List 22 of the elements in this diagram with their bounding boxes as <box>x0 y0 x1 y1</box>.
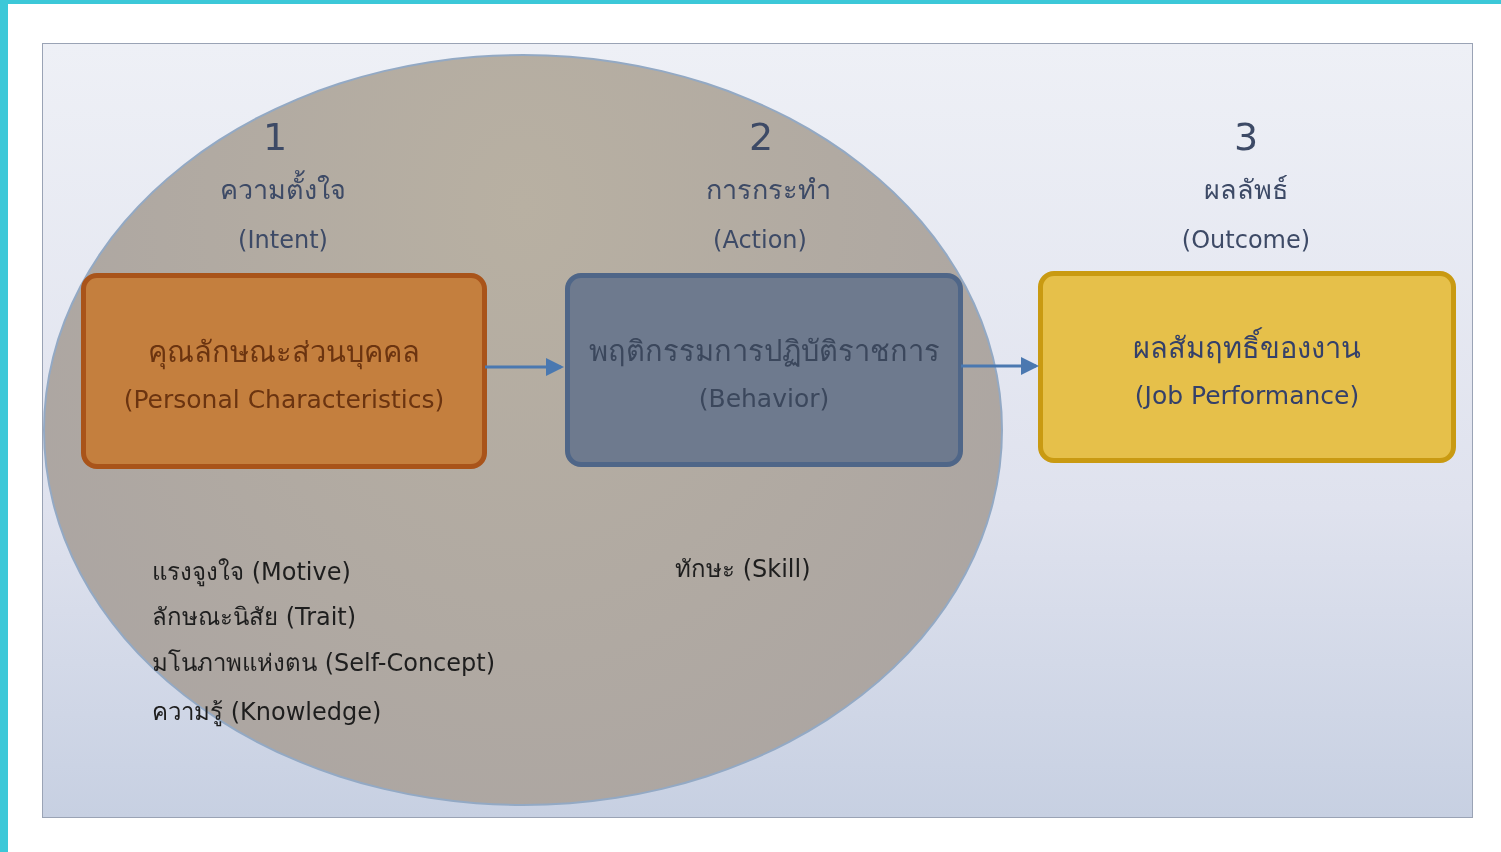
process-box <box>81 273 487 469</box>
list-item: แรงจูงใจ (Motive) <box>152 557 351 587</box>
step-heading: การกระทำ <box>705 173 831 207</box>
step-number: 3 <box>1233 115 1259 161</box>
list-item: ความรู้ (Knowledge) <box>152 697 382 727</box>
arrow <box>485 358 564 376</box>
step-heading: (Action) <box>713 225 807 255</box>
step-heading: ผลลัพธ์ <box>1204 173 1288 207</box>
step-number: 2 <box>748 115 774 161</box>
list-item: ลักษณะนิสัย (Trait) <box>152 602 357 632</box>
box-subtitle: (Job Performance) <box>1134 380 1360 410</box>
box-title: ผลสัมฤทธิ์ของงาน <box>1133 324 1361 371</box>
step-number: 1 <box>262 115 288 161</box>
box-title: คุณลักษณะส่วนบุคคล <box>148 333 420 372</box>
step-heading: (Intent) <box>238 225 328 255</box>
box-subtitle: (Personal Characteristics) <box>123 384 445 414</box>
arrow <box>961 357 1039 375</box>
list-item: ทักษะ (Skill) <box>675 554 811 584</box>
list-item: มโนภาพแห่งตน (Self-Concept) <box>152 648 496 678</box>
process-box <box>1038 271 1456 463</box>
step-heading: (Outcome) <box>1181 225 1311 255</box>
process-box <box>565 273 963 467</box>
